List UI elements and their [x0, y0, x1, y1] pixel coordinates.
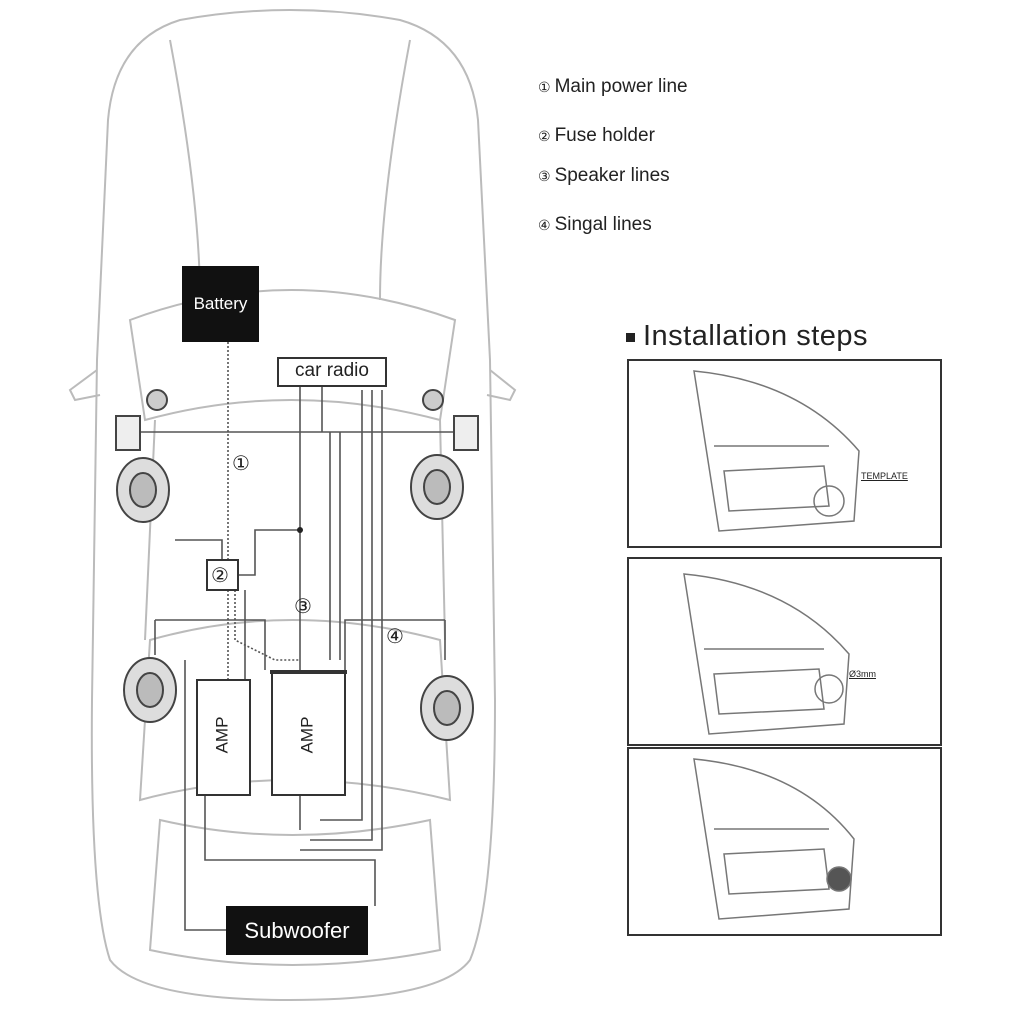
amplifiers [196, 357, 387, 796]
step-panel-3 [627, 747, 942, 936]
battery-label: Battery [182, 266, 259, 342]
step-panel-1: TEMPLATE [627, 359, 942, 548]
door-illustration [693, 370, 860, 532]
wiring [140, 342, 455, 931]
marker-1: ① [232, 453, 250, 475]
subwoofer-label: Subwoofer [226, 906, 368, 955]
hole-size-callout: Ø3mm [849, 669, 876, 679]
door-illustration [693, 758, 855, 920]
step-panel-2: Ø3mm [627, 557, 942, 746]
marker-3: ③ [294, 596, 312, 618]
installation-steps-title: Installation steps [626, 320, 868, 353]
amp-right-label: AMP [297, 716, 317, 754]
speakers [115, 389, 479, 741]
marker-4: ④ [386, 626, 404, 648]
template-callout: TEMPLATE [861, 471, 908, 481]
car-radio-label: car radio [295, 360, 369, 381]
door-illustration [683, 573, 850, 735]
marker-2: ② [211, 565, 229, 587]
amp-left-label: AMP [212, 716, 232, 754]
